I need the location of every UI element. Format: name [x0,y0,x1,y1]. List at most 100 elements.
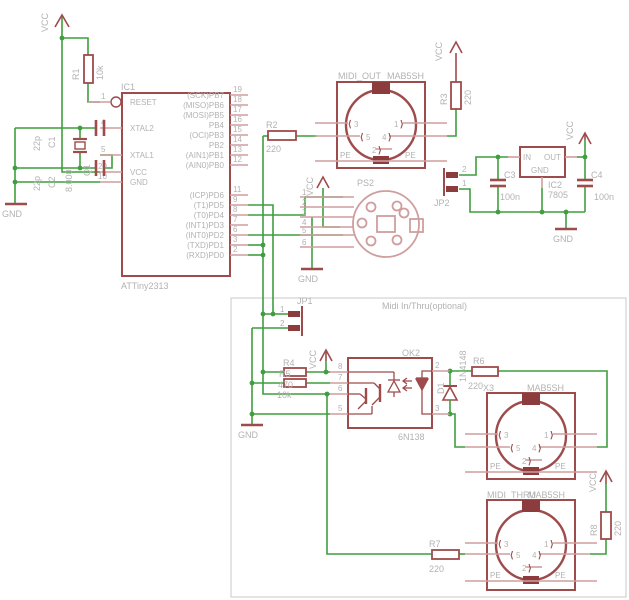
gnd-label-ok2: GND [238,430,259,440]
c1-refdes: C1 [47,136,57,148]
svg-text:⟩: ⟩ [550,539,554,549]
svg-text:(OCI)PB3: (OCI)PB3 [189,131,224,140]
svg-text:(T0)PD4: (T0)PD4 [194,211,225,220]
svg-text:⟨: ⟨ [498,430,502,440]
svg-text:⟨: ⟨ [348,119,352,129]
vcc-label-ok2: VCC [308,349,318,369]
svg-text:5: 5 [302,226,307,235]
svg-text:⟨: ⟨ [498,539,502,549]
svg-text:(T1)PD5: (T1)PD5 [194,201,225,210]
svg-text:13: 13 [233,145,242,154]
svg-text:9: 9 [233,195,238,204]
svg-text:7: 7 [233,215,238,224]
svg-text:(AIN1)PB1: (AIN1)PB1 [186,151,225,160]
vcc-label-7805: VCC [565,120,575,140]
svg-text:2: 2 [522,564,527,573]
svg-text:1: 1 [462,179,467,188]
c3-refdes: C3 [504,170,516,180]
optocoupler-ok2: OK2 6N138 8 7 6 5 2 3 [330,348,450,442]
gnd-labels: GND GND GND GND [2,209,574,440]
svg-text:6: 6 [233,225,238,234]
svg-text:1: 1 [394,120,399,129]
midi-out-label: MIDI_OUT [338,71,382,81]
resistor-r6: R6 220 [468,356,499,391]
d1-refdes: D1 [436,382,446,394]
svg-text:PB2: PB2 [209,141,225,150]
svg-text:7: 7 [338,373,343,382]
svg-text:3: 3 [302,208,307,217]
svg-text:PE: PE [555,571,566,580]
resistor-r7: R7 220 [429,539,460,574]
svg-text:8: 8 [338,362,343,371]
gnd-bars [5,202,577,427]
svg-text:5: 5 [338,404,343,413]
svg-text:GND: GND [130,178,148,187]
svg-text:⟩: ⟩ [388,132,392,142]
ic2-pin-in: IN [523,153,531,162]
vcc-label-r8: VCC [588,472,598,492]
r6-refdes: R6 [473,356,485,366]
jp2-label: JP2 [434,198,450,208]
svg-text:⟨: ⟨ [360,132,364,142]
svg-text:1: 1 [280,305,285,314]
svg-text:2: 2 [435,361,440,370]
ic1-attiny2313: IC1 ATTiny2313 1 4 5 20 10 RESET XTAL2 X… [88,82,248,291]
midi-thru-connector: MIDI_THRU MAB5SH ⟨ 3 1 ⟩ ⟨ 5 4 ⟩ 2 ⟩ PE … [465,490,597,591]
ic2-refdes: IC2 [548,180,562,190]
svg-text:(AIN0)PB0: (AIN0)PB0 [186,161,225,170]
svg-text:19: 19 [233,85,242,94]
ok2-part: 6N138 [398,432,425,442]
midi-thru-part: MAB5SH [528,490,565,500]
crystal-q1: 8.000 Q1 [64,137,92,192]
r3-refdes: R3 [439,93,449,105]
svg-text:1: 1 [101,92,106,101]
svg-text:17: 17 [233,105,242,114]
ps2-label: PS2 [357,178,374,188]
x3-connector: X3 MAB5SH ⟨ 3 1 ⟩ ⟨ 5 4 ⟩ 2 ⟩ PE PE [465,383,597,480]
svg-text:2: 2 [372,146,377,155]
svg-text:2: 2 [302,198,307,207]
vcc-label-r3: VCC [434,41,444,61]
svg-text:2: 2 [233,245,238,254]
svg-text:11: 11 [233,185,242,194]
resistor-r4: R4 [283,358,307,377]
q1-refdes: Q1 [82,164,92,176]
svg-text:6: 6 [302,238,307,247]
svg-text:1: 1 [302,188,307,197]
svg-text:3: 3 [504,540,509,549]
svg-text:4: 4 [532,444,537,453]
vcc-label-ps2: VCC [305,176,315,196]
vcc-arrows [54,13,613,484]
svg-text:6: 6 [338,384,343,393]
r7-value: 220 [429,564,444,574]
svg-text:⟩: ⟩ [528,456,532,466]
vcc-label-top-left: VCC [40,12,50,32]
resistor-r5: R5 470 10k [277,369,307,400]
svg-text:3: 3 [354,120,359,129]
gnd-label-ps2: GND [298,274,319,284]
svg-text:PE: PE [490,462,501,471]
r5-refdes: R5 [279,369,291,379]
svg-text:⟩: ⟩ [528,563,532,573]
resistor-r2: R2 220 [266,120,297,154]
svg-text:1: 1 [544,431,549,440]
x3-part: MAB5SH [527,383,564,393]
resistor-r1: R1 10k [71,54,105,84]
svg-text:2: 2 [522,457,527,466]
ic2-pin-out: OUT [544,153,561,162]
r6-value: 220 [468,381,483,391]
svg-text:XTAL2: XTAL2 [130,124,154,133]
svg-text:XTAL1: XTAL1 [130,151,154,160]
vcc-labels: VCC VCC VCC VCC VCC VCC [40,12,598,492]
svg-text:12: 12 [233,155,242,164]
optional-section-label: Midi In/Thru(optional) [382,301,467,311]
svg-text:(ICP)PD6: (ICP)PD6 [190,191,225,200]
svg-text:8: 8 [233,205,238,214]
resistor-r8: R8 220 [589,511,623,540]
svg-text:(MISO)PB6: (MISO)PB6 [183,101,224,110]
svg-text:⟨: ⟨ [510,443,514,453]
svg-text:(MOSI)PB5: (MOSI)PB5 [183,111,224,120]
r4-refdes: R4 [283,358,295,368]
